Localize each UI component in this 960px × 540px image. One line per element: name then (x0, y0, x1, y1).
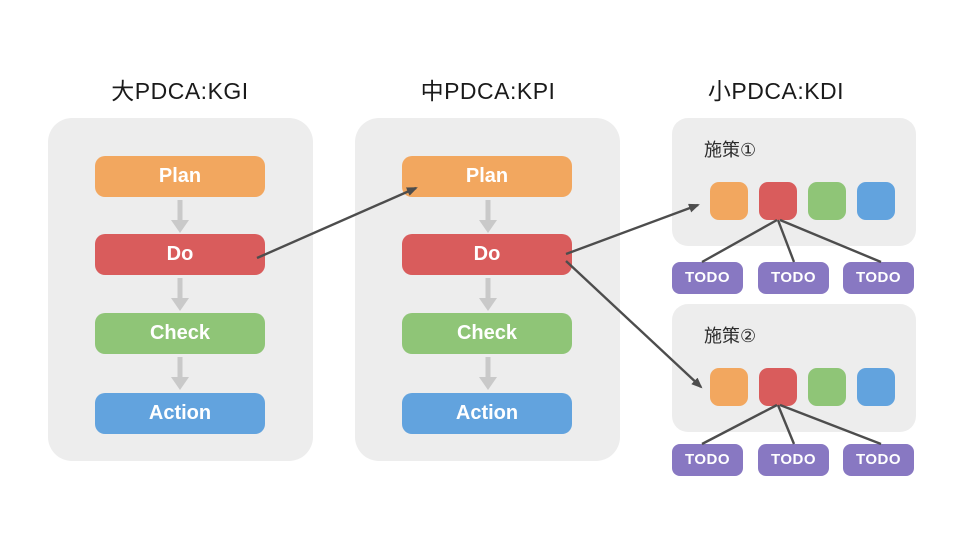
large-pdca-panel: Plan Do Check Action (48, 118, 313, 461)
large-do-box: Do (95, 234, 265, 275)
large-action-box: Action (95, 393, 265, 434)
large-plan-box: Plan (95, 156, 265, 197)
measure-1-todo-1: TODO (672, 262, 743, 294)
medium-action-box: Action (402, 393, 572, 434)
measure-1-todo-3: TODO (843, 262, 914, 294)
measure-2-mini-action-square (857, 368, 895, 406)
measure-1-mini-do-square (759, 182, 797, 220)
measure-2-label: 施策② (704, 326, 757, 346)
measure-2-mini-do-square (759, 368, 797, 406)
title-medium-pdca-kpi: 中PDCA:KPI (420, 78, 556, 104)
measure-2-mini-check-square (808, 368, 846, 406)
title-small-pdca-kdi: 小PDCA:KDI (707, 78, 845, 104)
measure-1-mini-action-square (857, 182, 895, 220)
measure-2-todo-3: TODO (843, 444, 914, 476)
measure-1-mini-check-square (808, 182, 846, 220)
measure-2-panel: 施策② (672, 304, 916, 432)
measure-2-todo-2: TODO (758, 444, 829, 476)
measure-1-label: 施策① (704, 140, 757, 160)
medium-plan-box: Plan (402, 156, 572, 197)
measure-2-todo-1: TODO (672, 444, 743, 476)
medium-do-box: Do (402, 234, 572, 275)
title-large-pdca-kgi: 大PDCA:KGI (111, 78, 249, 104)
medium-check-box: Check (402, 313, 572, 354)
medium-pdca-panel: Plan Do Check Action (355, 118, 620, 461)
measure-1-mini-plan-square (710, 182, 748, 220)
measure-1-todo-2: TODO (758, 262, 829, 294)
large-check-box: Check (95, 313, 265, 354)
measure-1-panel: 施策① (672, 118, 916, 246)
measure-2-mini-plan-square (710, 368, 748, 406)
